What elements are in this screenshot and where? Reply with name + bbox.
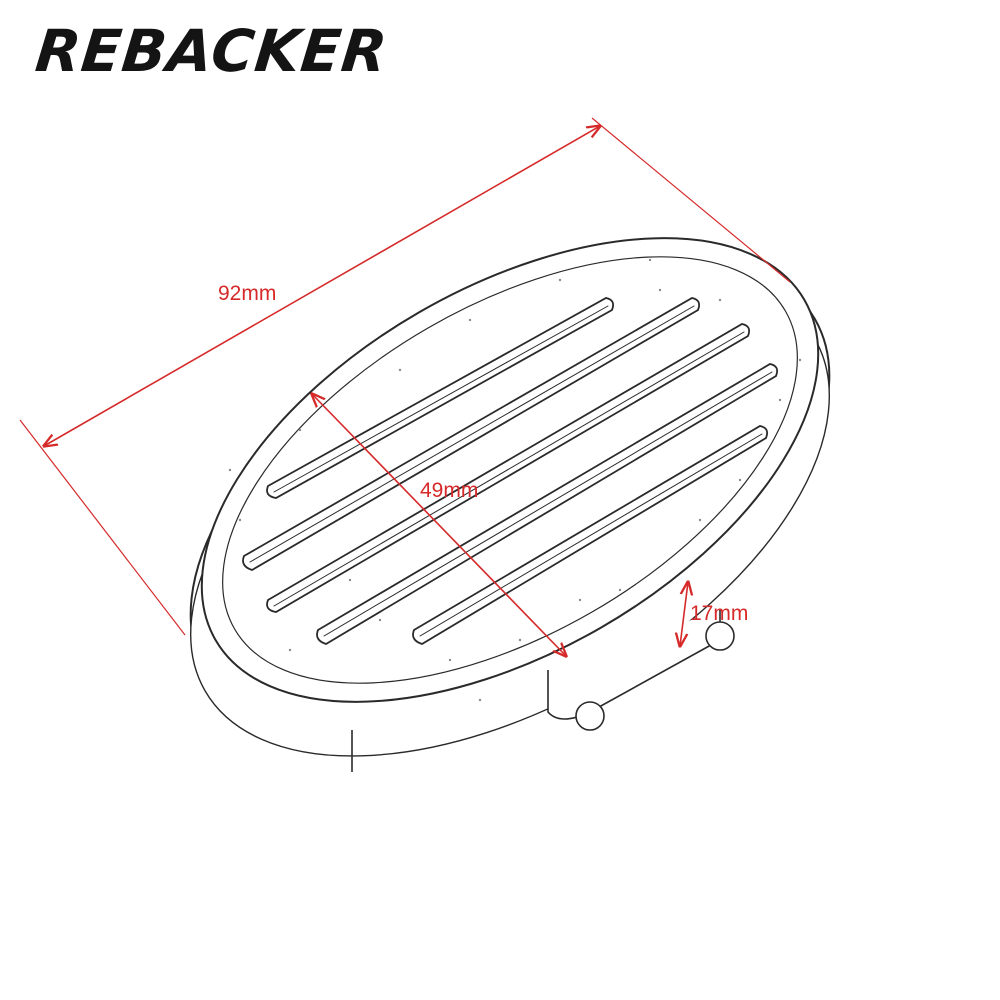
- height-label: 17mm: [690, 602, 748, 625]
- dimension-length: 92mm: [19, 117, 791, 636]
- dimension-width: 49mm: [312, 394, 566, 656]
- width-label: 49mm: [420, 479, 478, 502]
- length-label: 92mm: [218, 282, 276, 305]
- dimension-height: 17mm: [680, 582, 748, 646]
